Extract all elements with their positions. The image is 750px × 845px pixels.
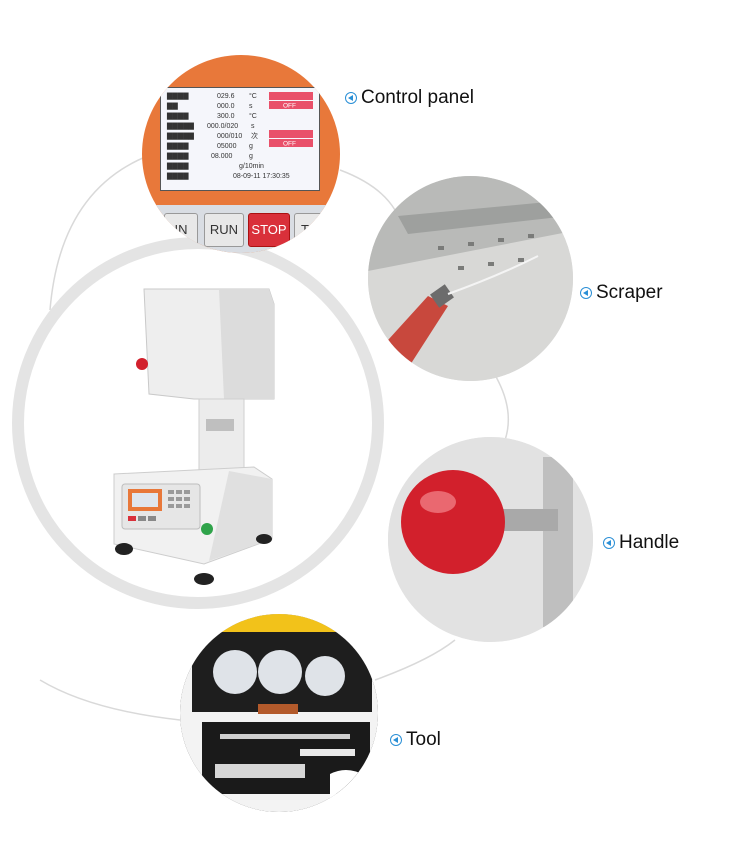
arrow-left-circle-icon (345, 92, 357, 104)
screen-unit: g (249, 143, 253, 150)
svg-text:▇▇▇▇: ▇▇▇▇ (166, 162, 189, 170)
scraper-label: Scraper (580, 282, 663, 304)
screen-value: 029.6 (217, 93, 235, 100)
status-off-1: OFF (283, 103, 296, 110)
screen-value: 000/010 (217, 133, 242, 140)
main-machine-circle (12, 237, 384, 609)
arrow-left-circle-icon (390, 734, 402, 746)
screen-value: 000.0/020 (207, 123, 238, 130)
handle-label: Handle (603, 532, 679, 554)
screen-unit: °C (249, 92, 257, 100)
tool-label-text: Tool (406, 729, 441, 750)
arrow-left-circle-icon (580, 287, 592, 299)
t-button[interactable]: T (294, 213, 326, 245)
svg-text:▇▇▇▇▇: ▇▇▇▇▇ (166, 132, 195, 140)
control-panel-label-text: Control panel (361, 87, 475, 108)
screen-unit: g (249, 153, 253, 160)
scraper-circle (368, 176, 573, 381)
handle-circle (388, 437, 593, 642)
scraper-photo (368, 176, 573, 381)
svg-text:▇▇: ▇▇ (166, 102, 178, 110)
tool-circle (180, 614, 378, 812)
melt-flow-indexer-machine-image (113, 288, 275, 585)
scraper-label-text: Scraper (596, 282, 663, 303)
screen-value: 05000 (217, 143, 237, 150)
screen-value: 300.0 (217, 113, 235, 120)
svg-text:▇▇▇▇: ▇▇▇▇ (166, 92, 189, 100)
in-button[interactable]: IN (164, 213, 198, 247)
arrow-left-circle-icon (603, 537, 615, 549)
tool-label: Tool (390, 729, 441, 751)
control-panel-label: Control panel (345, 87, 474, 109)
control-panel-circle: ▇▇▇▇ 029.6 °C ▇▇ 000.0 s ▇▇▇▇ 300.0 °C ▇▇▇▇▇ 00… (142, 55, 340, 253)
svg-text:▇▇▇▇: ▇▇▇▇ (166, 172, 189, 180)
screen-value: 000.0 (217, 103, 235, 110)
stop-button[interactable]: STOP (248, 213, 290, 247)
control-panel-screen: ▇▇▇▇ 029.6 °C ▇▇ 000.0 s ▇▇▇▇ 300.0 °C ▇▇▇▇▇ 00… (160, 87, 320, 191)
svg-text:▇▇▇▇▇: ▇▇▇▇▇ (166, 122, 195, 130)
handle-label-text: Handle (619, 532, 680, 553)
screen-value: 08.000 (211, 153, 233, 160)
screen-unit: °C (249, 112, 257, 120)
run-button[interactable]: RUN (204, 213, 244, 247)
svg-text:▇▇▇▇: ▇▇▇▇ (166, 142, 189, 150)
handle-photo (388, 437, 593, 642)
screen-unit: s (251, 123, 255, 130)
tool-case-photo (180, 614, 378, 812)
screen-unit: s (249, 103, 253, 110)
screen-unit: g/10min (239, 163, 264, 170)
screen-value: 08-09-11 17:30:35 (233, 173, 290, 180)
screen-unit: 次 (251, 131, 258, 140)
status-off-2: OFF (283, 141, 296, 148)
svg-text:▇▇▇▇: ▇▇▇▇ (166, 152, 189, 160)
svg-text:▇▇▇▇: ▇▇▇▇ (166, 112, 189, 120)
